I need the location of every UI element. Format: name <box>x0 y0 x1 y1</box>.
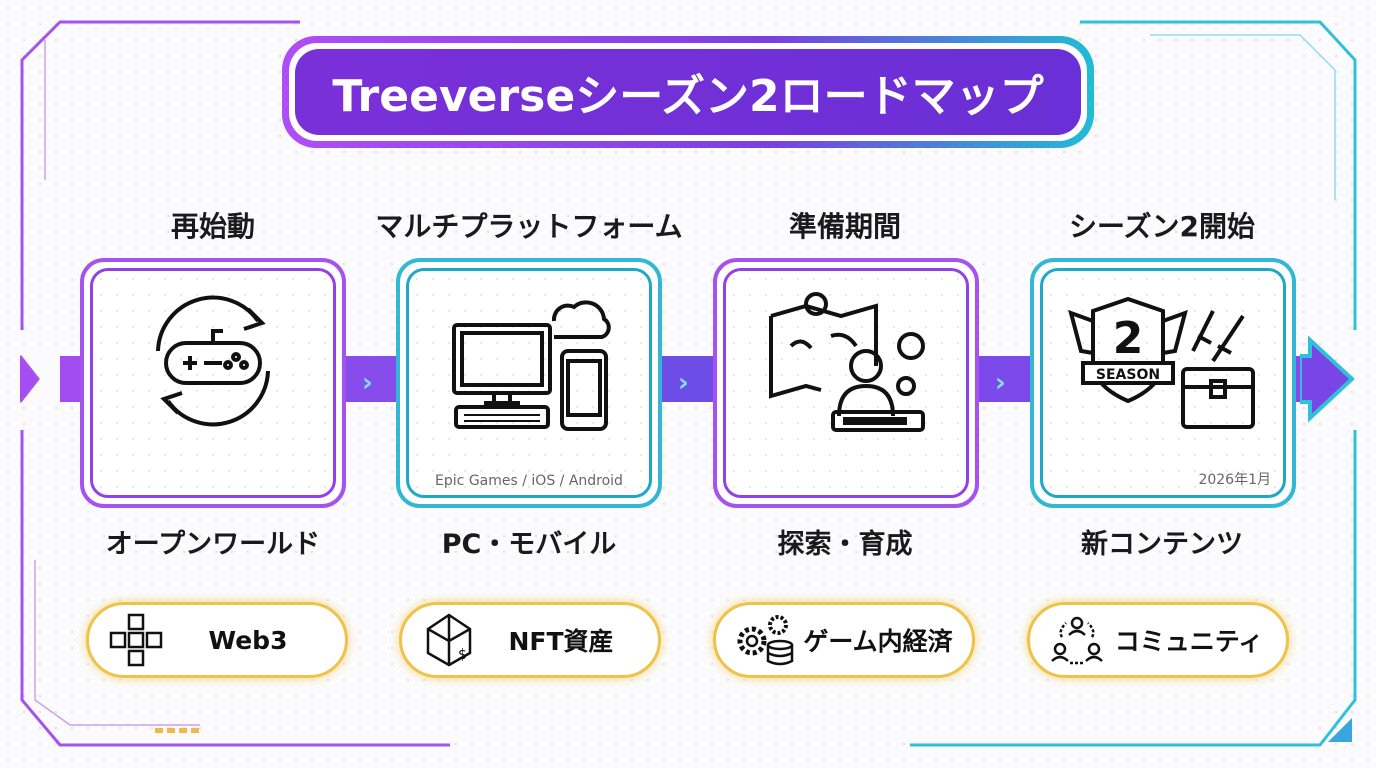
page-title: Treeverseシーズン2ロードマップ <box>295 49 1081 135</box>
community-icon <box>1051 616 1103 665</box>
pill-label: NFT資産 <box>508 627 614 656</box>
gears-coins-icon <box>737 615 794 666</box>
stage-card-multiplatform: Epic Games / iOS / Android <box>396 258 662 508</box>
stage-card-restart <box>80 258 346 508</box>
season-chest-icon: 2 SEASON <box>1068 296 1255 429</box>
pill-economy: ゲーム内経済 <box>713 602 975 678</box>
stage-card-season2: 2 SEASON 2026年1月 <box>1030 258 1296 508</box>
stage-card-preparation <box>713 258 979 508</box>
pill-label: ゲーム内経済 <box>803 627 953 656</box>
stage-subtitle: オープンワールド <box>105 529 321 560</box>
band-start-notch <box>20 355 60 403</box>
map-player-icon <box>769 291 925 432</box>
chevron-right-icon: › <box>362 368 373 398</box>
pill-community: コミュニティ <box>1027 602 1289 678</box>
blockchain-cubes-icon <box>109 613 163 667</box>
ethereum-nft-icon: $ <box>426 613 472 667</box>
arrow-head-icon <box>1300 336 1355 422</box>
stage-heading: 準備期間 <box>788 210 901 243</box>
stage-heading: シーズン2開始 <box>1068 210 1256 243</box>
pill-web3: Web3 <box>86 602 348 678</box>
stage-subtitle: 探索・育成 <box>777 529 913 560</box>
season-number: 2 <box>1113 313 1144 364</box>
chevron-right-icon: › <box>678 368 689 398</box>
pill-label: コミュニティ <box>1114 627 1264 656</box>
launch-date: 2026年1月 <box>1198 472 1271 488</box>
stage-subtitle: PC・モバイル <box>441 529 617 560</box>
stage-heading: マルチプラットフォーム <box>375 210 683 243</box>
devices-cloud-icon <box>452 299 611 431</box>
chevron-right-icon: › <box>995 368 1006 398</box>
svg-text:$: $ <box>458 647 467 663</box>
pill-nft: $ NFT資産 <box>399 602 661 678</box>
title-banner: Treeverseシーズン2ロードマップ <box>282 36 1094 148</box>
platforms-note: Epic Games / iOS / Android <box>435 473 623 489</box>
pill-label: Web3 <box>208 625 288 655</box>
season-label: SEASON <box>1096 367 1160 383</box>
stage-heading: 再始動 <box>170 210 255 243</box>
stage-subtitle: 新コンテンツ <box>1081 529 1243 560</box>
gamepad-refresh-icon <box>156 295 270 426</box>
